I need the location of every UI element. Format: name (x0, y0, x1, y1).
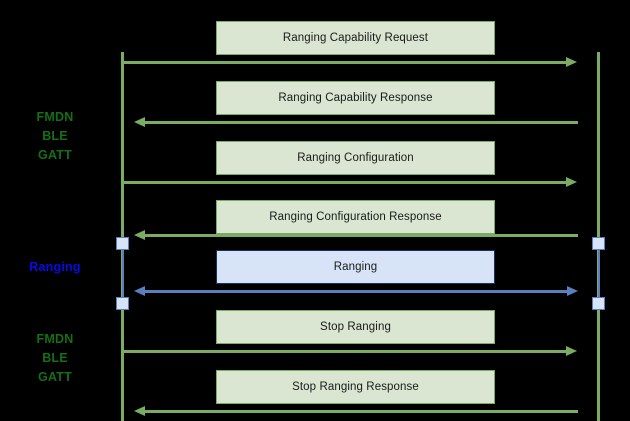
message-arrow-stop-ranging-response (134, 406, 578, 417)
message-arrow-ranging-capability-response (134, 117, 578, 128)
arrow-shaft (123, 61, 566, 64)
activation-end-box-right (592, 297, 605, 310)
arrow-shaft (123, 350, 566, 353)
message-arrow-ranging-capability-request (123, 57, 577, 68)
message-box-ranging-capability-request: Ranging Capability Request (216, 21, 495, 55)
message-arrow-ranging-bidirectional (134, 286, 578, 297)
arrow-shaft (145, 410, 578, 413)
arrowhead-right-icon (566, 177, 577, 187)
activation-end-box-left (116, 297, 129, 310)
activation-line-right (598, 243, 600, 303)
phase-label-line: Ranging (29, 260, 81, 274)
activation-start-box-left (116, 237, 129, 250)
phase-label-line: BLE (42, 351, 68, 365)
message-box-stop-ranging-response: Stop Ranging Response (216, 370, 495, 404)
arrow-shaft (145, 290, 567, 293)
phase-label-line: BLE (42, 129, 68, 143)
arrow-shaft (145, 121, 578, 124)
message-arrow-ranging-configuration (123, 177, 577, 188)
phase-label-line: GATT (38, 370, 72, 384)
arrowhead-left-icon (134, 230, 145, 240)
arrowhead-left-icon (134, 406, 145, 416)
phase-label-line: FMDN (36, 332, 74, 346)
arrowhead-left-icon (134, 286, 145, 296)
message-box-ranging-capability-response: Ranging Capability Response (216, 81, 495, 115)
message-box-ranging: Ranging (216, 250, 495, 284)
arrowhead-left-icon (134, 117, 145, 127)
message-arrow-stop-ranging (123, 346, 577, 357)
arrow-shaft (145, 234, 578, 237)
message-arrow-ranging-configuration-response (134, 230, 578, 241)
phase-label-ranging: Ranging (0, 258, 110, 277)
phase-label-fmdn-top: FMDN BLE GATT (0, 108, 110, 165)
right-lifeline (597, 52, 600, 421)
message-box-ranging-configuration: Ranging Configuration (216, 141, 495, 175)
activation-line-left (122, 243, 124, 303)
left-lifeline (121, 52, 124, 421)
message-box-stop-ranging: Stop Ranging (216, 310, 495, 344)
phase-label-fmdn-bottom: FMDN BLE GATT (0, 330, 110, 387)
arrowhead-right-icon (567, 286, 578, 296)
phase-label-line: FMDN (36, 110, 74, 124)
arrowhead-right-icon (566, 346, 577, 356)
phase-label-line: GATT (38, 148, 72, 162)
arrowhead-right-icon (566, 57, 577, 67)
arrow-shaft (123, 181, 566, 184)
message-box-ranging-configuration-response: Ranging Configuration Response (216, 200, 495, 234)
activation-start-box-right (592, 237, 605, 250)
